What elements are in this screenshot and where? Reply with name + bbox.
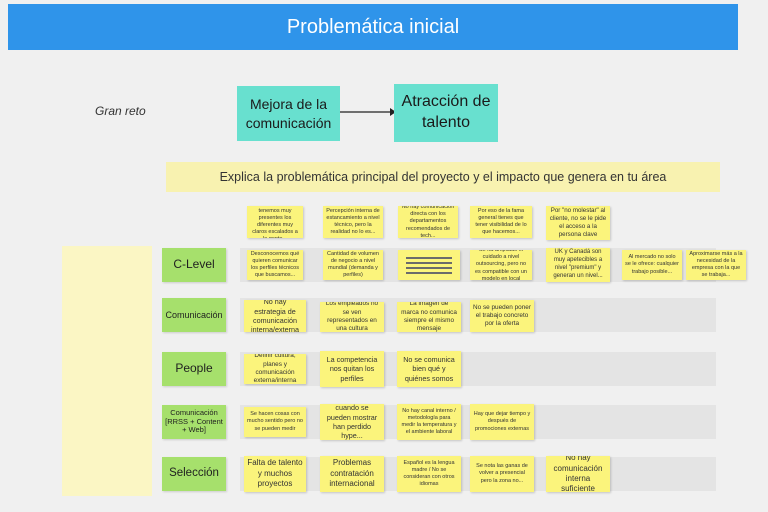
sticky-note[interactable]: Por "no molestar" al cliente, no se le p…	[546, 206, 610, 240]
sticky-atraccion-talento[interactable]: Atracción de talento	[394, 84, 498, 142]
sticky-note-lines[interactable]	[398, 250, 460, 280]
sticky-note[interactable]: Nivel técnico: tenemos muy presentes los…	[247, 206, 303, 238]
text-lines-icon	[406, 256, 452, 274]
sticky-note[interactable]: No hay canal interno / metodología para …	[397, 404, 461, 440]
sticky-note[interactable]: La imagen de marca no comunica siempre e…	[397, 302, 461, 332]
sticky-note[interactable]: Los empleados no se ven representados en…	[320, 302, 384, 332]
row-band-people	[240, 352, 716, 386]
sticky-note[interactable]: No se comunica bien qué y quiénes somos	[397, 351, 461, 387]
arrow-right-icon	[340, 108, 396, 116]
page-title: Problemática inicial	[286, 15, 460, 38]
sticky-note[interactable]: No hay estrategia de comunicación intern…	[244, 300, 306, 332]
sticky-note[interactable]: Definir cultura, planes y comunicación e…	[244, 354, 306, 384]
sticky-note[interactable]: Problemas contratación internacional	[320, 456, 384, 492]
prompt-banner: Explica la problemática principal del pr…	[166, 162, 720, 192]
sticky-note[interactable]: Desconocemos qué quieren comunicar los p…	[247, 250, 303, 280]
sticky-note[interactable]: Aproximarse más a la necesidad de la emp…	[686, 250, 746, 280]
row-label-comunicacion-rrss[interactable]: Comunicación [RRSS + Content + Web]	[162, 405, 226, 439]
sticky-note[interactable]: Español es la lengua madre / No se consi…	[397, 456, 461, 492]
sticky-note[interactable]: cuando se pueden mostrar han perdido hyp…	[320, 404, 384, 440]
sticky-note[interactable]: No hay comunicación directa con los depa…	[398, 206, 458, 238]
row-label-c-level[interactable]: C-Level	[162, 248, 226, 282]
sticky-note[interactable]: Al mercado no solo se le ofrece: cualqui…	[622, 250, 682, 280]
row-label-people[interactable]: People	[162, 352, 226, 386]
sticky-note[interactable]: Percepción interna de estancamiento a ni…	[323, 206, 383, 238]
title-bar: Problemática inicial	[8, 4, 738, 50]
sticky-note[interactable]: Cantidad de volumen de negocio a nivel m…	[323, 250, 383, 280]
sticky-note[interactable]: No hay comunicación interna suficiente	[546, 456, 610, 492]
sticky-note[interactable]: Se ha ampliado el cuidado a nivel outsou…	[470, 250, 532, 280]
sticky-note[interactable]: UK y Canadá son muy apetecibles a nivel …	[546, 248, 610, 282]
sticky-note[interactable]: Hay que dejar tiempo y después de promoc…	[470, 404, 534, 440]
prompt-text: Explica la problemática principal del pr…	[219, 170, 667, 184]
sticky-note[interactable]: La competencia nos quitan los perfiles	[320, 351, 384, 387]
row-label-comunicacion[interactable]: Comunicación	[162, 298, 226, 332]
sticky-note[interactable]: No se pueden poner el trabajo concreto p…	[470, 300, 534, 332]
sticky-note[interactable]: Se hacen cosas con mucho sentido pero no…	[244, 407, 306, 437]
row-label-seleccion[interactable]: Selección	[162, 457, 226, 491]
left-panel	[62, 246, 152, 496]
gran-reto-label: Gran reto	[95, 104, 146, 118]
sticky-note[interactable]: Falta de talento y muchos proyectos	[244, 456, 306, 492]
sticky-mejora-comunicacion[interactable]: Mejora de la comunicación	[237, 86, 340, 141]
sticky-note[interactable]: Se nota las ganas de volver a presencial…	[470, 456, 534, 492]
sticky-note[interactable]: Por eso de la fama general tienes que te…	[470, 206, 532, 238]
